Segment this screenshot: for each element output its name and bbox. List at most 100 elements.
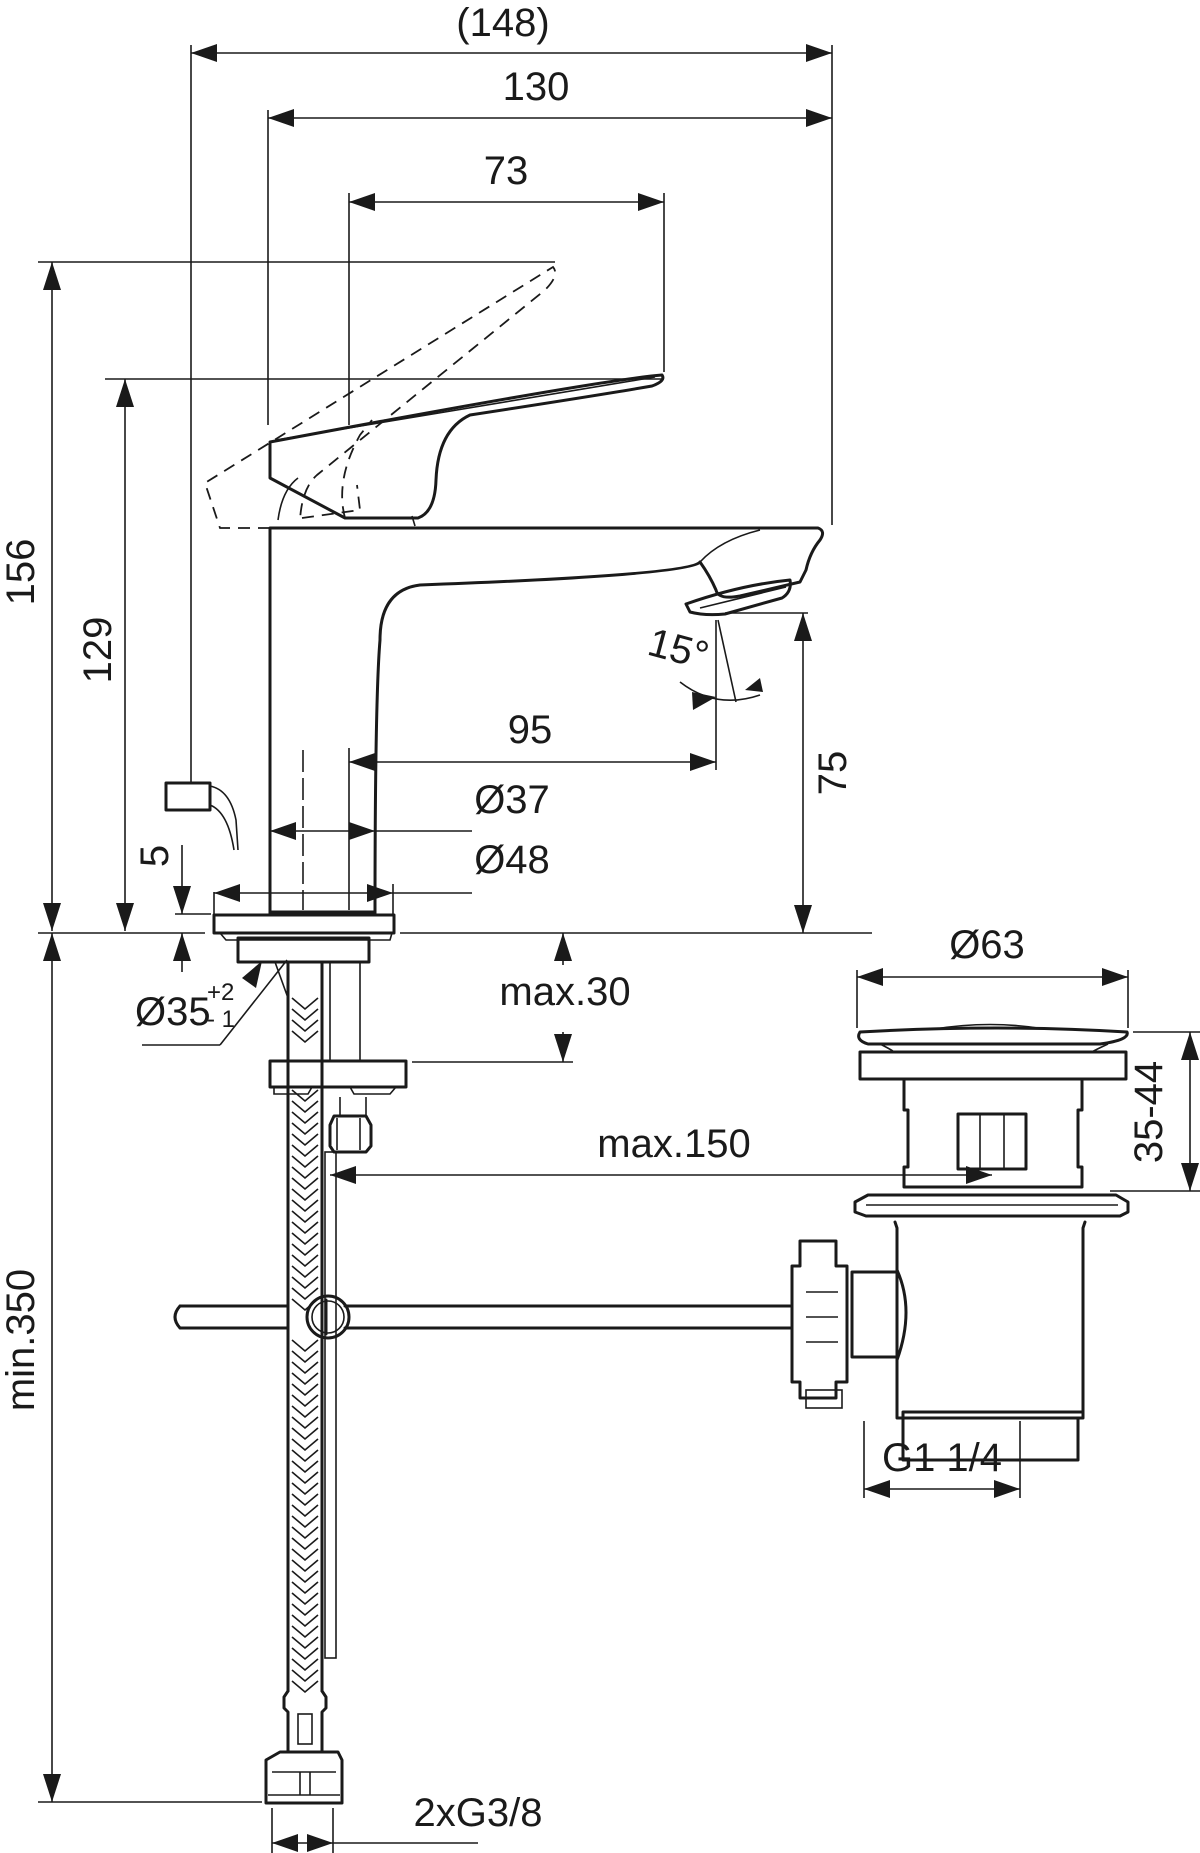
- hose-taper: [274, 961, 289, 999]
- braid-segment: [291, 1669, 319, 1694]
- dim-body-height: 129: [76, 378, 664, 931]
- dim-hole-diameter: Ø35 +2 - 1: [135, 959, 288, 1046]
- label-deck-thickness: max.30: [499, 970, 630, 1014]
- hose-nut: [264, 1750, 344, 1805]
- braid-segment: [291, 1111, 319, 1136]
- braid-segment: [291, 1177, 319, 1202]
- linkage-clamp-inner: [311, 1300, 345, 1334]
- label-overall-height: 156: [0, 539, 43, 606]
- label-waste-height: 35-44: [1127, 1061, 1171, 1163]
- dim-waste-thread: G1 1/4: [863, 1421, 1021, 1498]
- dim-base-diameter: Ø48: [213, 838, 550, 915]
- braid-segment: [291, 1265, 319, 1290]
- label-spout-projection: 95: [508, 708, 553, 752]
- waste-lift-block: [956, 1112, 1028, 1171]
- aerator: [684, 578, 792, 617]
- lever-raised-outline: [203, 265, 557, 529]
- linkage-clamp: [305, 1294, 351, 1340]
- dim-spout-clearance: 75: [725, 612, 855, 933]
- dim-spout-angle: 15°: [643, 619, 763, 770]
- crimp-window: [297, 1713, 313, 1745]
- waste-lower-flange: [853, 1193, 1130, 1218]
- dim-popup-rod-distance: max.150: [330, 1122, 992, 1184]
- dim-hose-length: min.350: [0, 933, 262, 1803]
- braid-segment: [291, 1537, 319, 1562]
- label-hole-tol-plus: +2: [207, 979, 234, 1006]
- braid-segment: [291, 1449, 319, 1474]
- popup-knob-link-2: [209, 804, 235, 851]
- dim-overall-height: 156: [0, 261, 555, 931]
- lever-raised-base: [301, 484, 361, 519]
- angle-arc: [679, 681, 761, 701]
- lever: [268, 373, 665, 520]
- spout-angle-line: [717, 619, 737, 703]
- braid-segment: [291, 997, 319, 1022]
- label-lever-length: 73: [484, 149, 529, 193]
- label-hose-length: min.350: [0, 1269, 43, 1411]
- fixing-bracket: [268, 1059, 408, 1089]
- dim-spout-reach: 130: [267, 65, 832, 425]
- waste-plug-cap: [857, 1026, 1129, 1046]
- shank-collar: [236, 936, 371, 964]
- braid-segment: [291, 1199, 319, 1224]
- braid-segment: [291, 1471, 319, 1496]
- faucet-body: [164, 265, 825, 941]
- dim-hose-connection: 2xG3/8: [271, 1791, 543, 1853]
- label-body-height: 129: [76, 617, 120, 684]
- dim-base-offset: 5: [133, 845, 211, 972]
- popup-knob: [164, 781, 212, 812]
- braid-segment: [291, 1515, 319, 1540]
- rod-nut-tail: [805, 1389, 843, 1409]
- cartridge-joint: [411, 515, 416, 527]
- braid-segment: [291, 1221, 319, 1246]
- label-spout-reach: 130: [503, 65, 570, 109]
- braid-segment: [291, 1427, 319, 1452]
- spout-edge: [699, 529, 761, 563]
- dim-waste-diameter: Ø63: [856, 923, 1129, 1028]
- braid-segment: [291, 1243, 319, 1268]
- waste-plug-dome: [934, 1023, 1046, 1030]
- label-hose-connection: 2xG3/8: [414, 1791, 543, 1835]
- braid-segment: [291, 1493, 319, 1518]
- popup-knob-link: [209, 785, 239, 851]
- waste-flange: [858, 1050, 1128, 1081]
- lever-edge: [275, 376, 656, 441]
- label-base-diameter: Ø48: [474, 838, 550, 882]
- label-base-offset: 5: [133, 845, 177, 867]
- hose-braid: [291, 997, 319, 1694]
- dim-waste-height: 35-44: [1110, 1031, 1200, 1192]
- waste-thread: [901, 1410, 1085, 1462]
- waste-side-boss: [895, 1268, 908, 1362]
- popup-rod-vertical: [324, 1151, 337, 1659]
- dim-spout-projection: 95: [348, 708, 716, 910]
- label-spout-angle: 15°: [643, 620, 713, 678]
- dim-overall-depth: (148): [190, 1, 833, 760]
- braid-segment: [291, 1019, 319, 1044]
- braid-segment: [291, 1405, 319, 1430]
- label-hole-tol-minus: - 1: [207, 1006, 235, 1033]
- dim-body-diameter: Ø37: [270, 778, 550, 840]
- label-hole-diameter: Ø35: [135, 990, 211, 1034]
- label-popup-rod-distance: max.150: [597, 1122, 750, 1166]
- bracket-feet: [273, 1086, 397, 1095]
- base-bottom: [219, 932, 393, 941]
- label-overall-depth: (148): [456, 1, 549, 45]
- braid-segment: [291, 1361, 319, 1386]
- braid-segment: [291, 1559, 319, 1584]
- waste-body-upper: [902, 1077, 1084, 1189]
- dim-deck-thickness: max.30: [412, 933, 631, 1063]
- spout-body: [268, 526, 825, 917]
- braid-segment: [291, 1625, 319, 1650]
- under-deck-assembly: [173, 936, 792, 1805]
- braid-segment: [291, 1647, 319, 1672]
- cartridge-neck: [277, 477, 299, 521]
- braid-segment: [291, 1383, 319, 1408]
- dim-lever-length: 73: [348, 149, 665, 425]
- aerator-line: [699, 586, 787, 609]
- base-flange: [212, 913, 396, 935]
- waste-rod-nut: [790, 1239, 849, 1400]
- braid-segment: [291, 1581, 319, 1606]
- braid-segment: [291, 1603, 319, 1628]
- braid-segment: [291, 1339, 319, 1364]
